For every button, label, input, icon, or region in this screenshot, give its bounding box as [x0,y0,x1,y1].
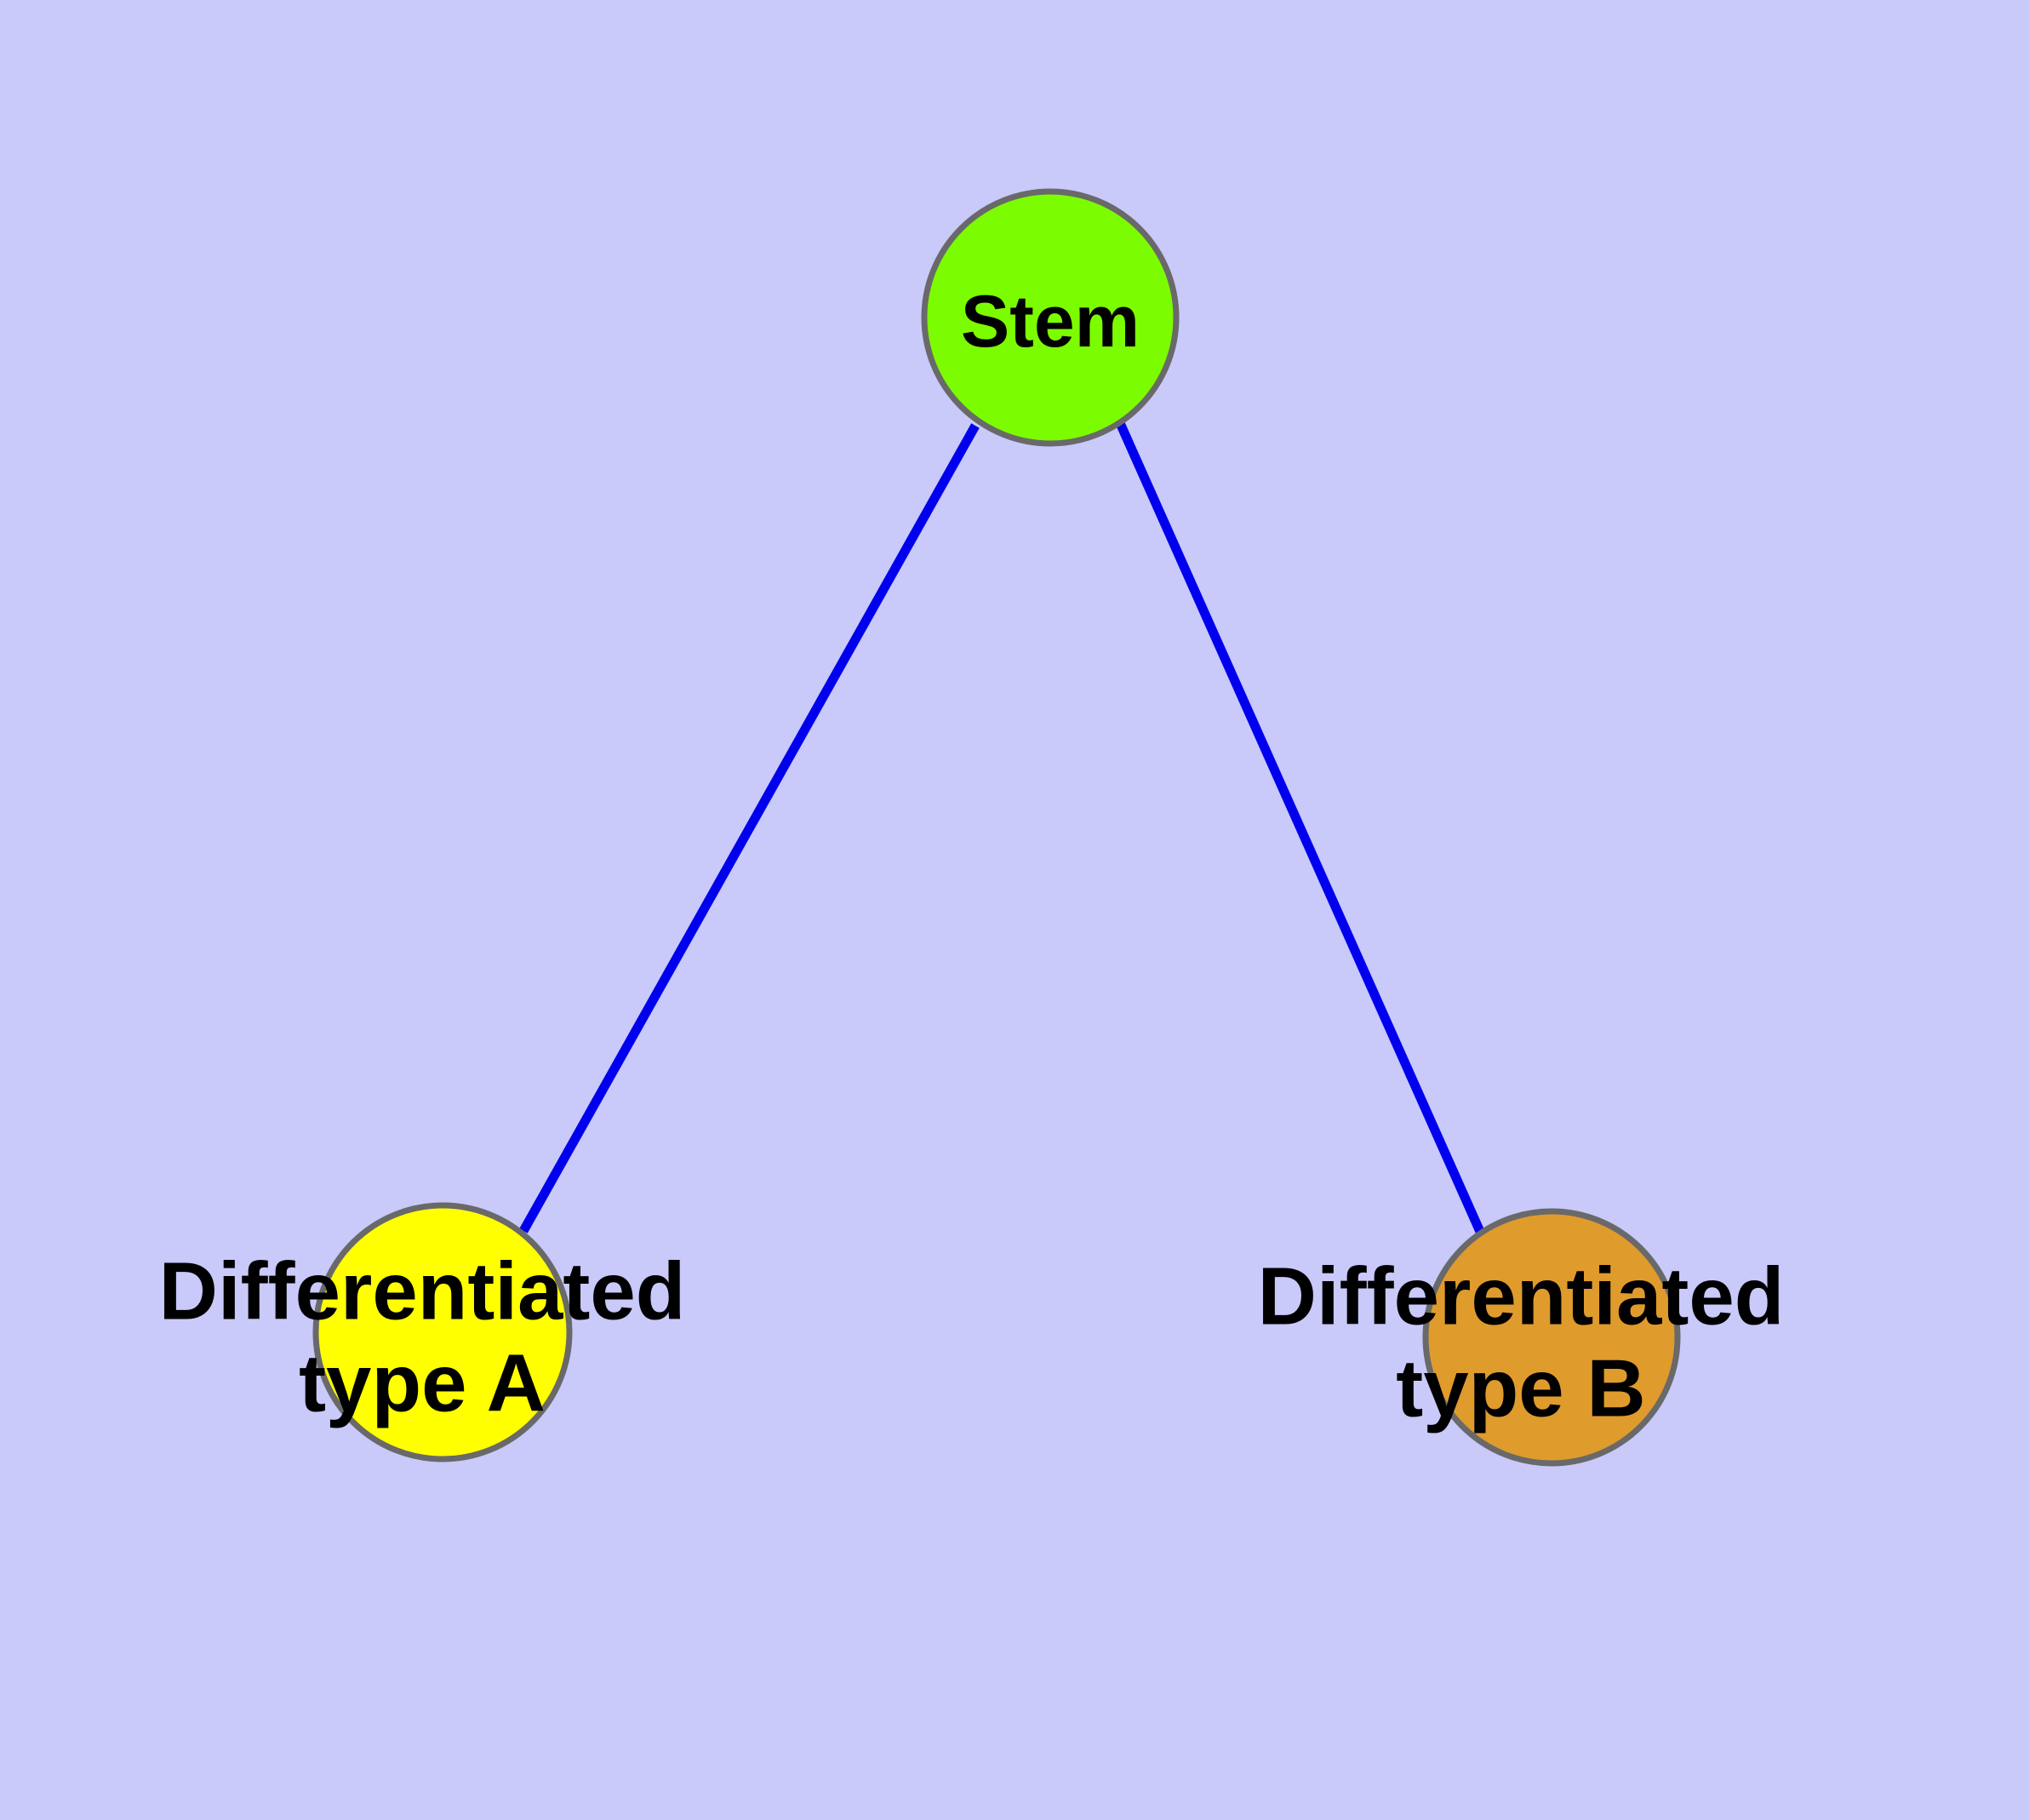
node-differentiated-type-a[interactable] [312,1202,573,1462]
edges-group [519,421,1486,1236]
edge-stem-to-type-b[interactable] [1115,421,1486,1236]
node-stem[interactable] [921,188,1180,447]
nodes-group [312,188,1681,1467]
node-differentiated-type-b[interactable] [1422,1208,1681,1467]
edge-stem-to-type-a[interactable] [519,423,980,1233]
